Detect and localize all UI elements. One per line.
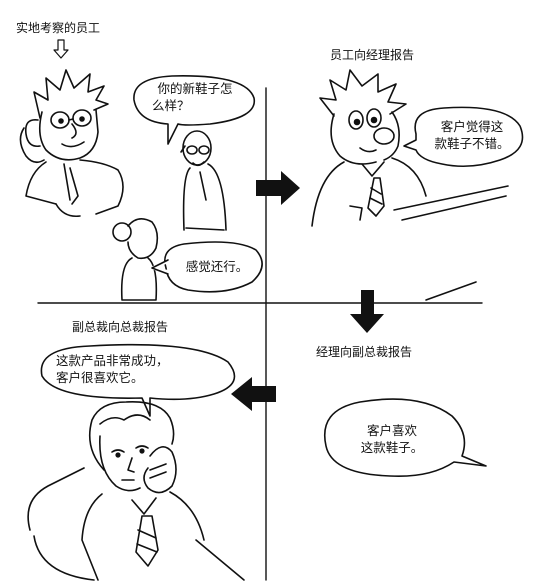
vp-line-2: 客户很喜欢它。 [56, 370, 144, 385]
down-arrow-icon [53, 39, 69, 59]
question-line-1: 你的新鞋子怎 [157, 81, 233, 96]
panel-dividers [37, 87, 483, 581]
answer-bubble [150, 241, 263, 293]
vice-president-on-phone [27, 401, 245, 581]
vp-line-1: 这款产品非常成功， [56, 353, 169, 368]
right-arrow-icon [256, 171, 300, 205]
question-bubble-text: 你的新鞋子怎 么样？ [142, 80, 248, 114]
question-bubble [133, 75, 255, 145]
employee-line-1: 客户觉得这 [440, 119, 504, 134]
manager-bubble [324, 398, 487, 478]
down-arrow-icon [350, 290, 384, 333]
question-line-2: 么样？ [152, 98, 190, 113]
reporting-employee [311, 69, 427, 227]
caption-vp-reports: 副总裁向总裁报告 [72, 320, 169, 334]
manager-line-2: 这款鞋子。 [360, 440, 424, 455]
vp-bubble [40, 343, 236, 417]
caption-employee-reports: 员工向经理报告 [330, 48, 415, 62]
eavesdropping-employee [19, 69, 124, 218]
answer-bubble-text: 感觉还行。 [176, 258, 258, 275]
woman-back-view [112, 218, 159, 301]
answer-line: 感觉还行。 [185, 259, 249, 274]
vp-bubble-text: 这款产品非常成功， 客户很喜欢它。 [56, 352, 226, 386]
manager-bubble-text: 客户喜欢 这款鞋子。 [344, 422, 440, 456]
employee-bubble [403, 106, 524, 168]
manager-line-1: 客户喜欢 [366, 423, 417, 438]
employee-line-2: 款鞋子不错。 [434, 136, 510, 151]
caption-field-employee: 实地考察的员工 [16, 21, 101, 35]
left-arrow-icon [231, 377, 276, 411]
manager-desk [393, 185, 509, 301]
bald-man [180, 130, 227, 231]
employee-bubble-text: 客户觉得这 款鞋子不错。 [420, 118, 524, 152]
caption-manager-reports: 经理向副总裁报告 [316, 345, 413, 359]
